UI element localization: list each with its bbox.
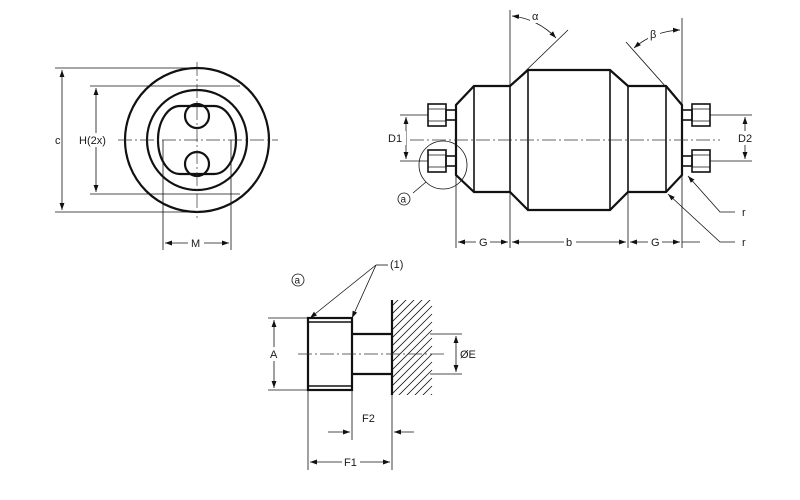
detail-wall-hatching bbox=[392, 300, 433, 395]
d1-label: D1 bbox=[388, 133, 402, 145]
callout-leader-2 bbox=[351, 264, 377, 319]
f1-label: F1 bbox=[344, 457, 357, 469]
detail-title-badge bbox=[291, 273, 305, 287]
left-upper-fastener bbox=[427, 103, 457, 127]
detail-title-label: a bbox=[295, 276, 301, 287]
left-lower-fastener bbox=[427, 149, 457, 173]
right-lower-fastener bbox=[681, 149, 711, 173]
b-label: b bbox=[566, 237, 572, 249]
center-boss-outline bbox=[156, 104, 238, 176]
a-label: A bbox=[270, 349, 278, 361]
g-left-label: G bbox=[479, 237, 488, 249]
detail-ref-label: a bbox=[401, 195, 407, 206]
h2x-label: H(2x) bbox=[79, 135, 106, 147]
detail-ref-badge bbox=[397, 192, 411, 206]
detail-view: a bbox=[268, 259, 476, 470]
detail-reference-circle bbox=[418, 140, 468, 190]
r-upper-label: r bbox=[742, 207, 746, 219]
beta-label: β bbox=[650, 29, 656, 41]
front-view: c H(2x) M bbox=[55, 62, 278, 250]
d2-label: D2 bbox=[738, 133, 752, 145]
r-lower-label: r bbox=[742, 237, 746, 249]
r-lower-leader bbox=[667, 193, 735, 243]
m-label: M bbox=[191, 238, 200, 250]
right-upper-fastener bbox=[681, 103, 711, 127]
callout-leader-1 bbox=[309, 264, 377, 319]
detail-shank bbox=[352, 332, 392, 376]
diam-e-label: ØE bbox=[460, 349, 476, 361]
callout-1-label: (1) bbox=[390, 259, 403, 271]
alpha-arc bbox=[511, 14, 557, 39]
side-view: α β D1 D2 a G b bbox=[386, 9, 756, 249]
g-right-label: G bbox=[651, 237, 660, 249]
f2-label: F2 bbox=[362, 413, 375, 425]
c-label: c bbox=[55, 135, 61, 147]
r-upper-leader bbox=[687, 175, 735, 213]
alpha-label: α bbox=[532, 11, 539, 23]
